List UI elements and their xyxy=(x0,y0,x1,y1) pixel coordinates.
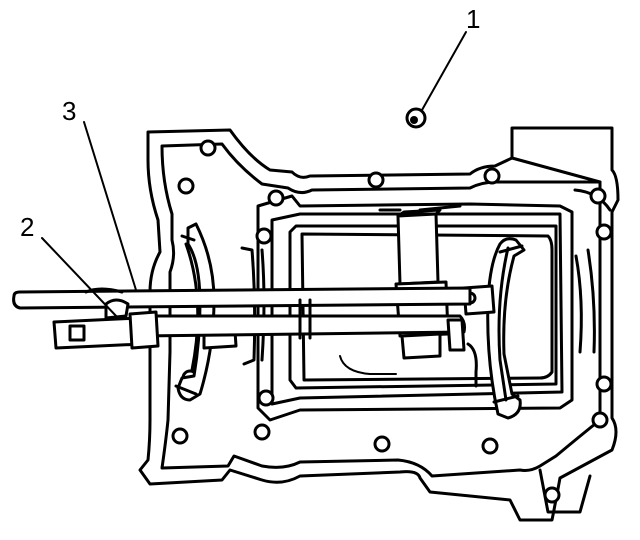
bolt-hole xyxy=(543,486,561,504)
right-shift-fork xyxy=(462,237,526,420)
plug-part xyxy=(405,107,427,129)
leader-1 xyxy=(421,31,467,111)
callout-leaders xyxy=(41,31,467,319)
leader-2 xyxy=(41,237,119,319)
callout-label-1: 1 xyxy=(466,4,480,34)
callout-label-2: 2 xyxy=(20,212,34,242)
leader-3 xyxy=(83,121,137,291)
shift-rod-assembly xyxy=(52,287,160,350)
case-housing xyxy=(138,126,620,522)
selector-lug xyxy=(394,208,450,360)
callout-label-3: 3 xyxy=(62,96,76,126)
